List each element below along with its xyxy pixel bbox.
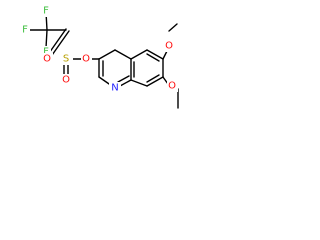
atom-methoxy-o-6: O xyxy=(163,40,174,52)
bond-o-ch3-6 xyxy=(168,23,178,32)
bond-n-c1-inner xyxy=(117,75,130,83)
atom-label-sulfonyl-o-bottom: O xyxy=(62,75,70,86)
atom-label-f-left: F xyxy=(22,25,28,36)
atom-label-sulfur: S xyxy=(63,54,69,65)
bond-c-f-bottom xyxy=(45,29,48,49)
atom-methoxy-o-7: O xyxy=(167,80,178,92)
atom-label-sulfonyl-o-left: O xyxy=(43,54,51,65)
bond-c7-c8 xyxy=(146,76,164,87)
atom-label-ester-o: O xyxy=(82,54,90,65)
atom-label-f-bottom: F xyxy=(43,47,49,58)
bond-c7-c8-inner xyxy=(146,74,160,83)
bond-c8a-c4a xyxy=(114,49,132,60)
bond-c5-c6 xyxy=(146,49,164,60)
bond-s-o-left-b xyxy=(49,30,70,59)
atom-label-nitrogen: N xyxy=(111,83,118,94)
atom-label-methoxy-o-6: O xyxy=(165,41,173,52)
bond-c4a-c5 xyxy=(130,49,148,60)
atom-layer: F F F S O O O N xyxy=(20,5,178,94)
atom-ester-o: O xyxy=(81,53,92,65)
atom-f-left: F xyxy=(20,24,30,36)
atom-nitrogen: N xyxy=(109,82,121,94)
atom-sulfonyl-o-bottom: O xyxy=(60,74,71,86)
molecule-structure: F F F S O O O N xyxy=(20,5,179,109)
atom-f-bottom: F xyxy=(41,46,51,58)
atom-sulfur: S xyxy=(61,53,73,65)
atom-f-top: F xyxy=(41,5,51,17)
atom-sulfonyl-o-left: O xyxy=(42,53,53,65)
atom-label-f-top: F xyxy=(43,6,49,17)
bond-c4-c4a xyxy=(98,49,116,60)
bond-n-c1 xyxy=(119,79,132,87)
bond-c8-c8a xyxy=(130,79,148,87)
atom-label-methoxy-o-7: O xyxy=(168,81,176,92)
bond-c5-c6-inner xyxy=(146,53,160,62)
